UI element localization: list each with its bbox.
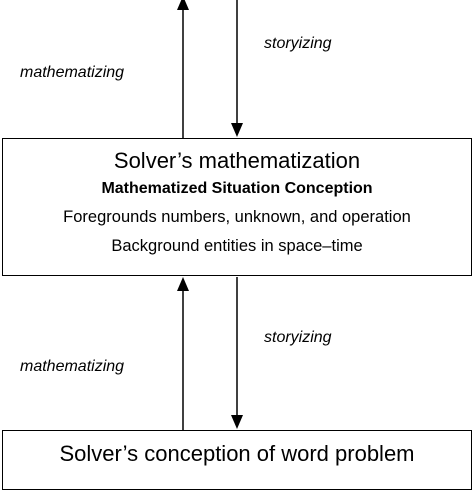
foreground-line: Foregrounds numbers, unknown, and operat… (63, 208, 411, 226)
background-line: Background entities in space–time (111, 237, 363, 255)
word-problem-title: Solver’s conception of word problem (59, 441, 415, 466)
upper-mathematizing-label: mathematizing (20, 64, 125, 81)
situation-conception-heading: Mathematized Situation Conception (101, 180, 373, 197)
lower-mathematizing-label: mathematizing (20, 358, 125, 375)
word-problem-box: Solver’s conception of word problem (2, 430, 472, 490)
lower-storyizing-label: storyizing (264, 329, 332, 346)
arrows-layer (177, 0, 243, 430)
lower-storyizing-arrow (231, 277, 243, 429)
mathematization-box: Solver’s mathematization Mathematized Si… (2, 138, 472, 276)
mathematization-title: Solver’s mathematization (113, 148, 361, 173)
upper-mathematizing-arrow (177, 0, 189, 138)
upper-storyizing-arrow (231, 0, 243, 137)
upper-storyizing-label: storyizing (264, 35, 332, 52)
lower-mathematizing-arrow (177, 277, 189, 430)
